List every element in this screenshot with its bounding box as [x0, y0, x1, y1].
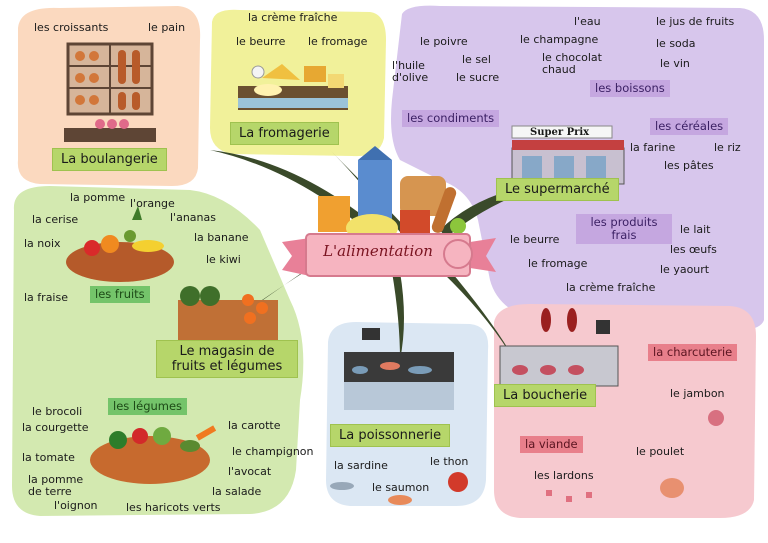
category-legumes: les légumes	[108, 398, 188, 415]
legume-brocoli: le brocoli	[32, 405, 83, 418]
center-title: L'alimentation	[323, 242, 433, 260]
frais-oeufs: les œufs	[670, 243, 717, 256]
boulangerie-item-pain: le pain	[148, 21, 186, 34]
fruit-noix: la noix	[24, 237, 61, 250]
vegetables-basket-illustration	[90, 425, 217, 484]
viande-lardons: les lardons	[534, 469, 594, 482]
frais-lait: le lait	[680, 223, 711, 236]
branch-bottom-right	[442, 268, 520, 370]
fruit-fraise: la fraise	[24, 291, 68, 304]
fromagerie-item-beurre: le beurre	[236, 35, 286, 48]
boisson-soda: le soda	[656, 37, 696, 50]
charcuterie-jambon: le jambon	[670, 387, 725, 400]
fruit-banane: la banane	[194, 231, 249, 244]
legume-tomate: la tomate	[22, 451, 75, 464]
fruit-cerise: la cerise	[32, 213, 79, 226]
supermarche-sign: Super Prix	[530, 127, 590, 138]
category-cereales: les céréales	[650, 118, 729, 135]
condiment-sucre: le sucre	[456, 71, 500, 84]
frais-yaourt: le yaourt	[660, 263, 710, 276]
cereale-riz: le riz	[714, 141, 741, 154]
branch-bottom	[392, 272, 404, 360]
category-viande: la viande	[520, 436, 583, 453]
frais-fromage: le fromage	[528, 257, 588, 270]
viande-poulet: le poulet	[636, 445, 685, 458]
fromagerie-background	[210, 9, 386, 157]
poisson-sardine: la sardine	[334, 459, 388, 472]
fruit-kiwi: le kiwi	[206, 253, 241, 266]
boulangerie-title: La boulangerie	[52, 148, 167, 171]
boisson-champagne: le champagne	[520, 33, 599, 46]
fromagerie-item-creme-fraiche: la crème fraîche	[248, 11, 338, 24]
boisson-vin: le vin	[660, 57, 690, 70]
cereale-farine: la farine	[630, 141, 676, 154]
condiment-poivre: le poivre	[420, 35, 468, 48]
boulangerie-illustration	[64, 42, 156, 142]
category-boissons: les boissons	[590, 80, 670, 97]
category-fruits: les fruits	[90, 286, 150, 303]
center-ribbon	[282, 233, 496, 277]
condiment-huile-olive: l'huile d'olive	[392, 59, 429, 84]
legume-courgette: la courgette	[22, 421, 89, 434]
frais-creme-fraiche: la crème fraîche	[566, 281, 656, 294]
center-node: L'alimentation	[308, 233, 468, 273]
market-stall-illustration	[178, 286, 278, 344]
fromagerie-item-fromage: le fromage	[308, 35, 368, 48]
legume-salade: la salade	[212, 485, 262, 498]
condiment-sel: le sel	[462, 53, 491, 66]
legume-carotte: la carotte	[228, 419, 281, 432]
branch-right	[440, 180, 560, 238]
fromagerie-title: La fromagerie	[230, 122, 339, 145]
poissonnerie-title: La poissonnerie	[330, 424, 451, 447]
legume-haricots-verts: les haricots verts	[126, 501, 221, 514]
boulangerie-item-croissants: les croissants	[34, 21, 109, 34]
fruit-pomme: la pomme	[70, 191, 126, 204]
poisson-thon: le thon	[430, 455, 469, 468]
boisson-jus-de-fruits: le jus de fruits	[656, 15, 735, 28]
legume-oignon: l'oignon	[54, 499, 98, 512]
boisson-chocolat-chaud: le chocolat chaud	[542, 51, 602, 76]
frais-beurre: le beurre	[510, 233, 560, 246]
fruit-ananas: l'ananas	[170, 211, 216, 224]
branch-left	[220, 256, 326, 330]
legume-champignon: le champignon	[232, 445, 314, 458]
category-produits-frais: les produits frais	[576, 214, 672, 244]
legume-pomme-de-terre: la pomme de terre	[28, 473, 84, 498]
poissonnerie-illustration	[330, 328, 468, 505]
cereale-pates: les pâtes	[664, 159, 714, 172]
category-condiments: les condiments	[402, 110, 500, 127]
supermarche-title: Le supermarché	[496, 178, 619, 201]
fruits-legumes-title: Le magasin de fruits et légumes	[156, 340, 298, 378]
fruits-basket-illustration	[66, 206, 174, 282]
fruit-orange: l'orange	[130, 197, 175, 210]
legume-avocat: l'avocat	[228, 465, 272, 478]
category-charcuterie: la charcuterie	[648, 344, 738, 361]
boucherie-title: La boucherie	[494, 384, 597, 407]
poisson-saumon: le saumon	[372, 481, 430, 494]
fromagerie-illustration	[238, 64, 348, 110]
boisson-eau: l'eau	[574, 15, 601, 28]
boucherie-illustration	[499, 308, 724, 502]
